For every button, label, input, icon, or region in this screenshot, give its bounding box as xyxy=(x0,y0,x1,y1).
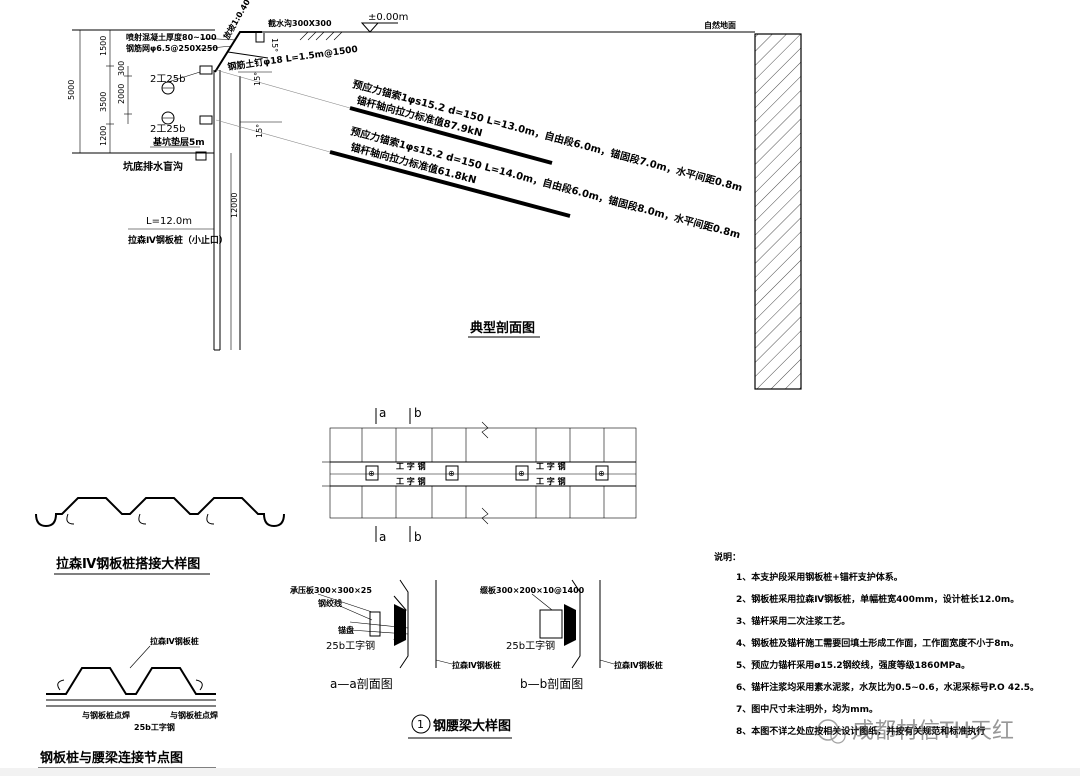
plan-mark-a-bottom: a xyxy=(379,530,386,544)
mesh-label: 钢筋网φ6.5@250X250 xyxy=(126,43,218,53)
drain-ditch xyxy=(255,33,265,43)
conn-weld-right-label: 与钢板桩点焊 xyxy=(170,710,218,720)
note-5: 5、预应力锚杆采用ø15.2钢绞线，强度等级1860MPa。 xyxy=(736,659,970,671)
pile-name-label: 拉森Ⅳ钢板桩（小止口） xyxy=(128,234,228,246)
conn-pile-label: 拉森Ⅳ钢板桩 xyxy=(150,636,199,646)
detail-number: 1 xyxy=(417,718,424,731)
waler-detail-title: 钢腰梁大样图 xyxy=(433,718,511,734)
waler-2-label: 2工25b xyxy=(150,124,185,135)
detail-number-circle xyxy=(411,714,431,734)
note-2: 2、钢板桩采用拉森Ⅳ钢板桩，单幅桩宽400mm，设计桩长12.0m。 xyxy=(736,593,1019,605)
note-7: 7、图中尺寸未注明外，均为mm。 xyxy=(736,703,878,715)
plan-mark-b-bottom: b xyxy=(414,530,422,544)
bb-plate-label: 缀板300×200×10@1400 xyxy=(480,585,585,595)
waler-1-label: 2工25b xyxy=(150,74,185,85)
anchor-2 xyxy=(215,119,571,218)
wechat-icon xyxy=(817,719,839,741)
conn-detail xyxy=(46,645,216,707)
plan-mark-b-top: b xyxy=(414,406,422,420)
blind-ditch-label: 坑底排水盲沟 xyxy=(123,160,183,173)
existing-wall xyxy=(754,33,802,390)
soil-nail xyxy=(227,51,269,59)
note-8: 8、本图不详之处应按相关设计图纸，并按有关规范和标准执行 xyxy=(736,725,985,737)
dim-12000: 12000 xyxy=(230,193,239,218)
shotcrete-label: 喷射混凝土厚度80~100 xyxy=(126,32,217,42)
svg-text:15°: 15° xyxy=(255,124,264,138)
waler-plan: ⊕ ⊕ ⊕ ⊕ xyxy=(322,408,637,542)
svg-text:15°: 15° xyxy=(270,38,279,52)
aa-section xyxy=(317,579,409,669)
waler-2 xyxy=(161,111,213,125)
pile-length-label: L=12.0m xyxy=(146,216,192,227)
elevation-marker xyxy=(360,22,380,33)
note-3: 3、锚杆采用二次注浆工艺。 xyxy=(736,615,850,627)
bb-title: b—b剖面图 xyxy=(520,677,583,691)
bb-pile-label: 拉森Ⅳ钢板桩 xyxy=(614,660,663,670)
svg-text:1200: 1200 xyxy=(99,126,108,146)
svg-text:⊕: ⊕ xyxy=(368,469,375,478)
bottom-strip xyxy=(0,768,1080,776)
svg-text:15°: 15° xyxy=(253,72,262,86)
drain-ditch-label: 截水沟300X300 xyxy=(268,18,332,28)
note-6: 6、锚杆注浆均采用素水泥浆，水灰比为0.5~0.6，水泥采标号P.O 42.5。 xyxy=(736,681,1039,693)
dim-5000: 5000 xyxy=(67,80,76,100)
svg-text:⊕: ⊕ xyxy=(448,469,455,478)
elev-zero-label: ±0.00m xyxy=(368,12,408,23)
lap-detail-title: 拉森Ⅳ钢板桩搭接大样图 xyxy=(56,556,200,572)
slope-ratio-label: 放坡1:0.40 xyxy=(221,0,253,42)
note-4: 4、钢板桩及锚杆施工需要回填土形成工作面，工作面宽度不小于8m。 xyxy=(736,637,1019,649)
aa-anchor-label: 锚盘 xyxy=(338,625,354,635)
plan-mark-a-top: a xyxy=(379,406,386,420)
svg-text:⊕: ⊕ xyxy=(518,469,525,478)
conn-weld-left-label: 与钢板桩点焊 xyxy=(82,710,130,720)
conn-beam-label: 25b工字钢 xyxy=(134,722,175,732)
section-title: 典型剖面图 xyxy=(470,320,535,336)
aa-title: a—a剖面图 xyxy=(330,677,393,691)
plan-beam-label-4: 工 字 钢 xyxy=(536,476,566,486)
slope-face xyxy=(214,31,262,73)
bb-section xyxy=(531,579,581,669)
svg-text:⊕: ⊕ xyxy=(598,469,605,478)
note-1: 1、本支护段采用钢板桩+锚杆支护体系。 xyxy=(736,571,903,583)
conn-detail-title: 钢板桩与腰梁连接节点图 xyxy=(40,750,183,766)
watermark-text: 成都材信TH天红 xyxy=(852,719,1014,744)
aa-plate-label: 承压板300×300×25 xyxy=(290,585,372,595)
plan-beam-label-2: 工 字 钢 xyxy=(396,476,426,486)
anchor-1-spec: 预应力锚索1φs15.2 d=150 L=13.0m，自由段6.0m，锚固段7.… xyxy=(351,77,744,194)
svg-text:3500: 3500 xyxy=(99,92,108,112)
natural-ground-label: 自然地面 xyxy=(704,20,736,30)
dimensions-left xyxy=(76,29,232,350)
plan-beam-label-1: 工 字 钢 xyxy=(396,461,426,471)
cushion-label: 基坑垫层5m xyxy=(152,136,205,148)
lap-detail xyxy=(35,497,285,528)
plan-beam-label-3: 工 字 钢 xyxy=(536,461,566,471)
aa-pile-label: 拉森Ⅳ钢板桩 xyxy=(452,660,501,670)
soil-nail-label: 钢筋土钉φ18 L=1.5m@1500 xyxy=(227,43,359,73)
aa-beam-label: 25b工字钢 xyxy=(326,639,375,652)
notes-heading: 说明： xyxy=(714,551,741,563)
bb-beam-label: 25b工字钢 xyxy=(506,639,555,652)
waler-1 xyxy=(161,65,213,95)
typical-section: ±0.00m 自然地面 截水沟300X300 放坡1:0.40 喷射混凝土厚度8… xyxy=(67,0,802,390)
svg-text:300: 300 xyxy=(117,61,126,76)
anchor-1 xyxy=(215,69,553,165)
svg-text:2000: 2000 xyxy=(117,84,126,104)
svg-text:1500: 1500 xyxy=(99,36,108,56)
aa-strand-label: 钢绞线 xyxy=(318,598,342,608)
watermark: 成都材信TH天红 xyxy=(817,719,1014,744)
